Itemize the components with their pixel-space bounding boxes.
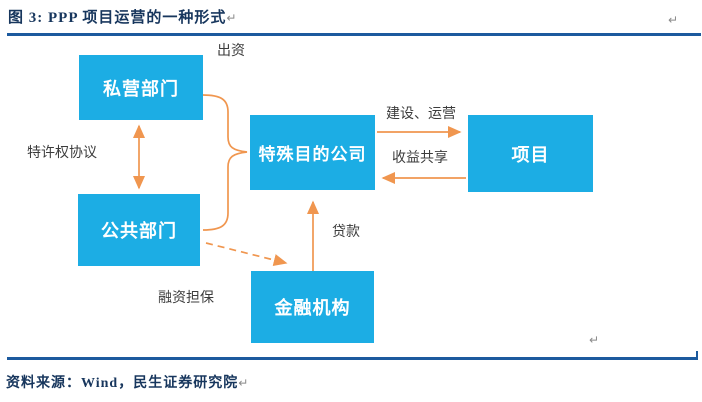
- investment-brace-connector: [202, 94, 248, 231]
- paragraph-return-icon: ↵: [226, 11, 238, 25]
- edge-label-investment: 出资: [217, 42, 245, 58]
- node-public-sector: 公共部门: [78, 194, 200, 266]
- edge-label-construction-operation: 建设、运营: [386, 105, 456, 121]
- edge-label-loan: 贷款: [332, 223, 360, 239]
- figure-title: 图 3: PPP 项目运营的一种形式↵: [8, 6, 237, 27]
- node-private-sector: 私营部门: [79, 55, 203, 120]
- paragraph-return-icon: ↵: [668, 13, 679, 27]
- source-note: 资料来源：Wind，民生证券研究院↵: [6, 372, 249, 392]
- node-project: 项目: [468, 115, 593, 192]
- paragraph-return-icon: ↵: [589, 333, 600, 347]
- node-financial-institution: 金融机构: [251, 271, 374, 343]
- financing-guarantee-dashed-arrow: [205, 242, 288, 266]
- paragraph-return-icon: ↵: [238, 376, 250, 390]
- edge-label-concession-agreement: 特许权协议: [27, 144, 97, 160]
- source-note-text: 资料来源：Wind，民生证券研究院: [6, 376, 239, 391]
- bottom-divider-rule: [7, 357, 698, 360]
- bottom-divider-tick: [696, 351, 698, 357]
- top-divider-rule: [7, 33, 701, 36]
- figure-title-text: 图 3: PPP 项目运营的一种形式: [8, 10, 227, 26]
- edge-label-revenue-sharing: 收益共享: [392, 149, 448, 165]
- node-special-purpose-company: 特殊目的公司: [250, 115, 375, 190]
- edge-label-financing-guarantee: 融资担保: [158, 289, 214, 305]
